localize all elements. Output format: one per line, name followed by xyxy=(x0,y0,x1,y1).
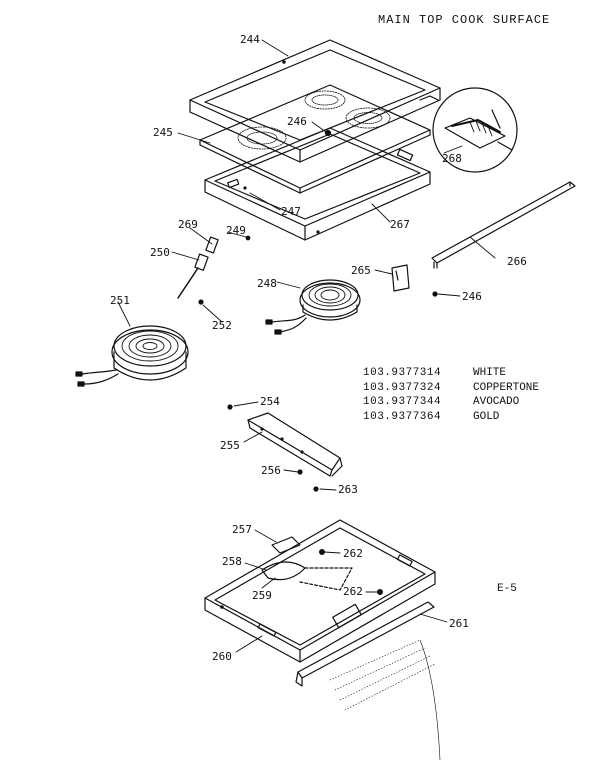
main-top-pan-260 xyxy=(204,519,436,663)
detail-circle-268 xyxy=(419,87,518,173)
part-label-268: 268 xyxy=(442,152,462,165)
part-label-257: 257 xyxy=(232,523,252,536)
part-label-267: 267 xyxy=(390,218,410,231)
surface-unit-248 xyxy=(265,279,361,335)
front-trim-261 xyxy=(295,601,435,687)
part-label-255: 255 xyxy=(220,439,240,452)
part-label-252: 252 xyxy=(212,319,232,332)
scan-hatching xyxy=(329,639,441,761)
part-label-248: 248 xyxy=(257,277,277,290)
part-label-259: 259 xyxy=(252,589,272,602)
switch-assembly-250 xyxy=(177,235,251,305)
radiant-element-rear xyxy=(304,90,346,110)
glass-cooktop-245 xyxy=(199,84,431,194)
part-label-258: 258 xyxy=(222,555,242,568)
screw-246 xyxy=(432,291,438,297)
part-label-256: 256 xyxy=(261,464,281,477)
leader-lines xyxy=(117,39,496,653)
support-bar-255 xyxy=(227,404,343,492)
model-row: 103.9377314 WHITE xyxy=(363,366,539,381)
model-number: 103.9377344 xyxy=(363,396,442,408)
radiant-element-left xyxy=(237,126,287,150)
cover-258 xyxy=(261,561,353,591)
model-color: COPPERTONE xyxy=(473,381,540,394)
part-label-250: 250 xyxy=(150,246,170,259)
surface-unit-251 xyxy=(75,325,189,387)
part-label-269: 269 xyxy=(178,218,198,231)
part-label-244: 244 xyxy=(240,33,260,46)
part-label-262-lower: 262 xyxy=(343,585,363,598)
bracket-257 xyxy=(271,536,301,554)
model-number-list: 103.9377314 WHITE 103.9377324 COPPERTONE… xyxy=(363,366,539,424)
trim-strip-266 xyxy=(431,181,576,269)
part-label-246-upper: 246 xyxy=(287,115,307,128)
part-label-246-lower: 246 xyxy=(462,290,482,303)
radiant-element-right xyxy=(345,107,391,129)
part-label-266: 266 xyxy=(507,255,527,268)
part-label-262-upper: 262 xyxy=(343,547,363,560)
part-label-261: 261 xyxy=(449,617,469,630)
model-color: GOLD xyxy=(473,410,500,423)
part-label-260: 260 xyxy=(212,650,232,663)
model-number: 103.9377314 xyxy=(363,367,442,379)
model-row: 103.9377344 AVOCADO xyxy=(363,395,539,410)
part-label-249: 249 xyxy=(226,224,246,237)
model-color: AVOCADO xyxy=(473,396,520,408)
diagram-title: MAIN TOP COOK SURFACE xyxy=(378,13,551,27)
model-number: 103.9377364 xyxy=(363,410,442,423)
model-row: 103.9377324 COPPERTONE xyxy=(363,381,539,396)
model-color: WHITE xyxy=(473,367,507,379)
top-frame-244 xyxy=(189,39,441,163)
part-label-251: 251 xyxy=(110,294,130,307)
part-label-247: 247 xyxy=(281,205,301,218)
cooktop-pan-267 xyxy=(204,127,431,241)
plate-number: E-5 xyxy=(497,583,517,595)
bracket-265 xyxy=(391,264,410,292)
part-label-265: 265 xyxy=(351,264,371,277)
part-label-254: 254 xyxy=(260,395,280,408)
part-label-263: 263 xyxy=(338,483,358,496)
model-row: 103.9377364 GOLD xyxy=(363,410,539,425)
model-number: 103.9377324 xyxy=(363,381,442,394)
part-label-245: 245 xyxy=(153,126,173,139)
